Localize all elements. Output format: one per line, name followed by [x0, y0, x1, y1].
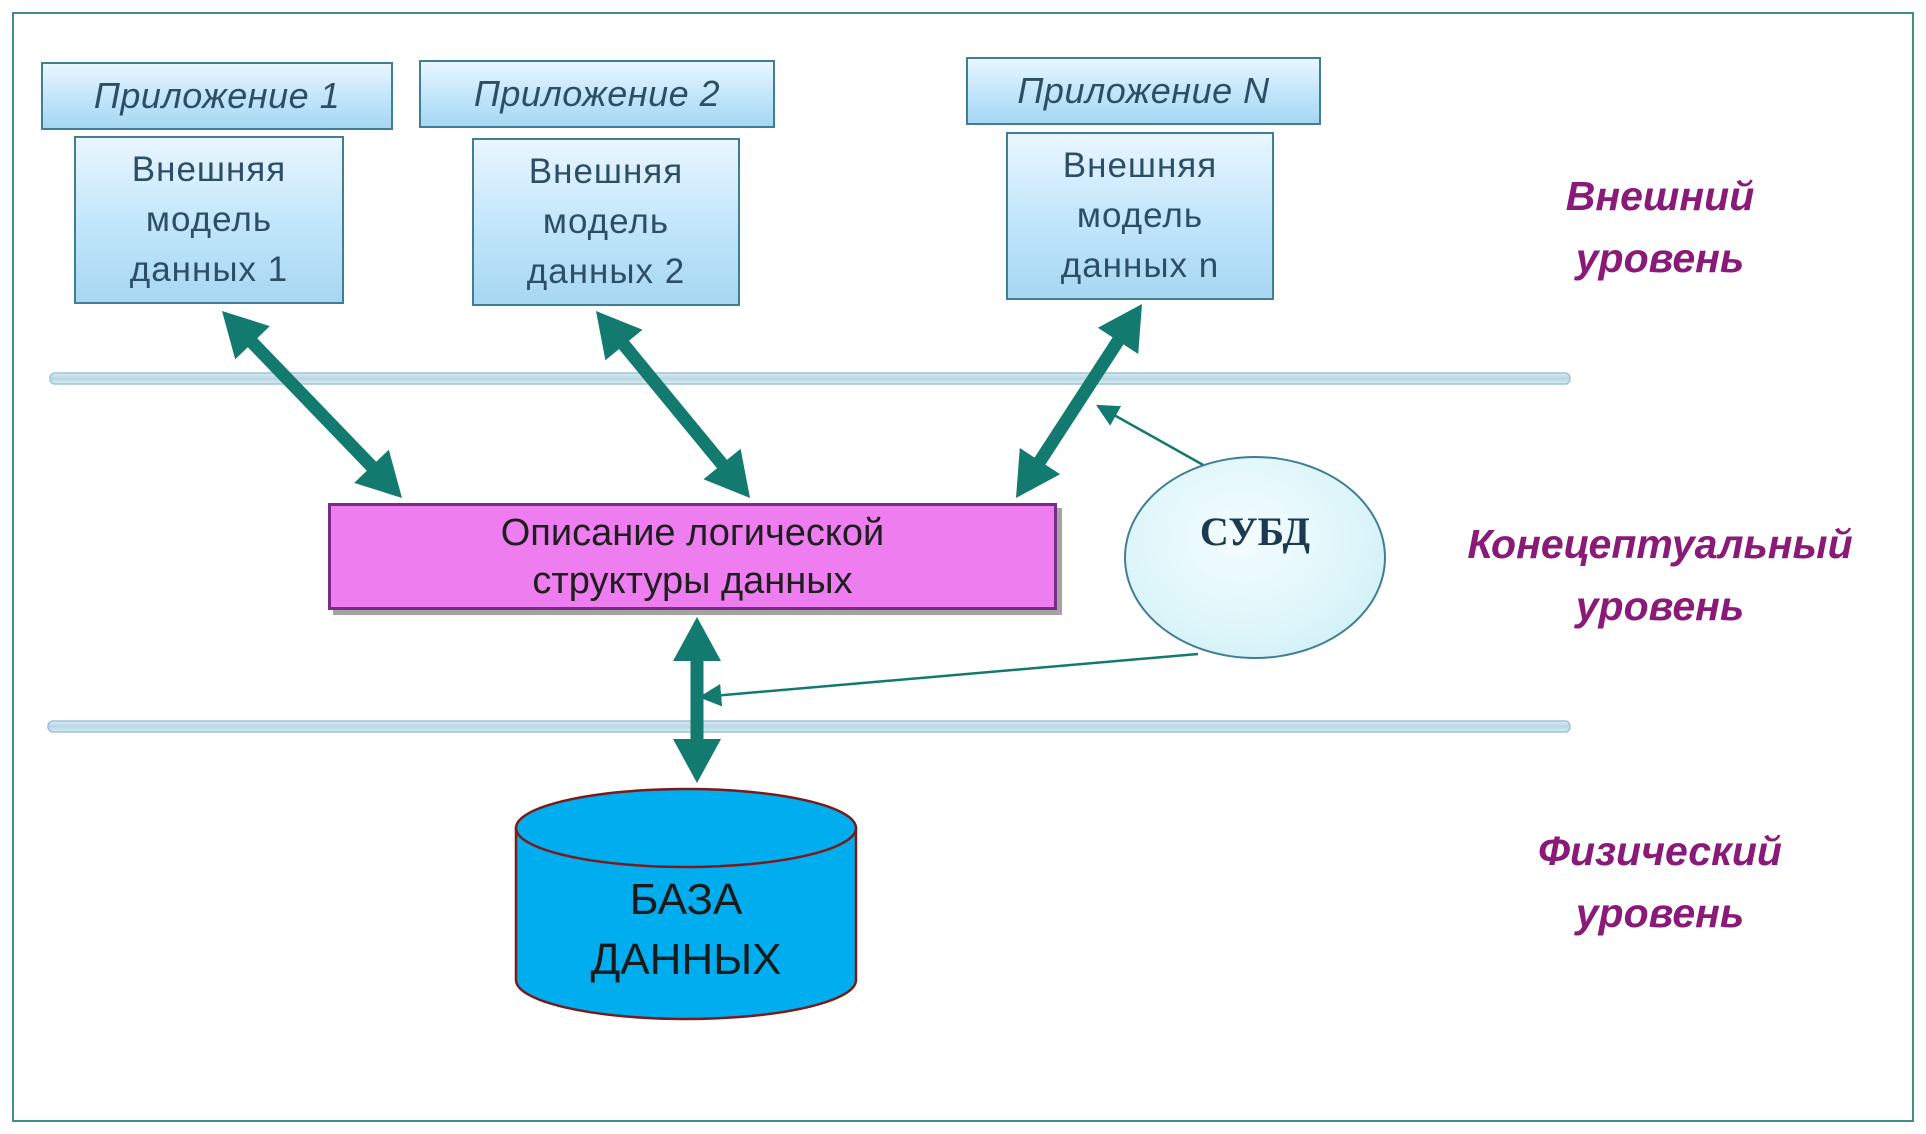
app-label-1: Приложение 1 — [93, 75, 341, 116]
arrow-model2-logical — [596, 311, 750, 498]
dbms-to-external-arrow — [1096, 404, 1206, 468]
external-model-box-n: Внешняя модель данных n — [1006, 132, 1274, 300]
arrow-modeln-logical — [1016, 304, 1142, 498]
dbms-label: СУБД — [1199, 509, 1311, 554]
divider-conceptual-physical — [47, 720, 1571, 733]
external-model-box-2: Внешняя модель данных 2 — [472, 138, 740, 306]
app-box-2: Приложение 2 — [419, 60, 775, 128]
logical-structure-box: Описание логической структуры данных — [328, 503, 1057, 610]
dbms-ellipse: СУБД — [1124, 456, 1386, 659]
app-box-n: Приложение N — [966, 57, 1321, 125]
conceptual-level-label: Конецептуальный уровень — [1467, 521, 1853, 629]
database-label: БАЗА ДАННЫХ — [590, 875, 782, 984]
external-model-label-n: Внешняя модель данных n — [1060, 146, 1220, 285]
divider-external-conceptual — [49, 372, 1571, 385]
app-box-1: Приложение 1 — [41, 62, 393, 130]
physical-level-label: Физический уровень — [1538, 828, 1782, 936]
arrow-model1-logical — [222, 311, 402, 498]
arrow-logical-database — [673, 617, 721, 783]
external-model-box-1: Внешняя модель данных 1 — [74, 136, 344, 304]
app-label-2: Приложение 2 — [473, 73, 721, 114]
database-cylinder — [514, 787, 858, 1021]
dbms-to-physical-arrow — [698, 652, 1199, 707]
logical-structure-label: Описание логической структуры данных — [500, 511, 885, 602]
external-model-label-2: Внешняя модель данных 2 — [526, 152, 686, 291]
external-model-label-1: Внешняя модель данных 1 — [129, 150, 289, 289]
app-label-n: Приложение N — [1017, 70, 1270, 111]
external-level-label: Внешний уровень — [1565, 173, 1755, 281]
